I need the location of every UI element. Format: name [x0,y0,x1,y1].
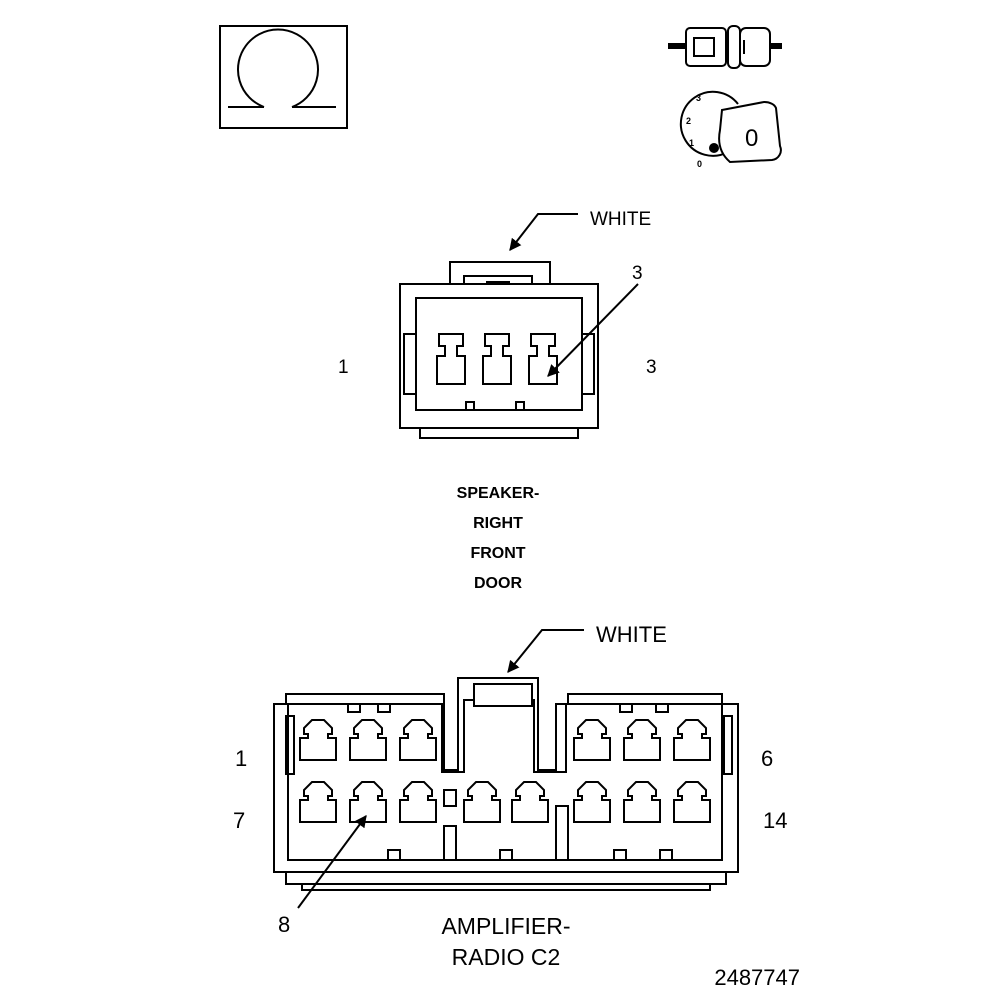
speaker-lock-color-label: WHITE [590,209,651,230]
key-position-label: 0 [745,125,758,152]
speaker-connector-name: SPEAKER- RIGHT FRONT DOOR [457,485,540,592]
speaker-cavity-arrow [547,283,639,377]
key-scale-1: 1 [689,138,694,148]
amplifier-arrow-cavity-label: 8 [278,912,290,937]
amplifier-connector-name: AMPLIFIER- RADIO C2 [441,913,570,970]
amplifier-cavity-8 [349,781,387,823]
amplifier-connector: WHITE 1 6 7 14 8 AMPLIFIER- RADIO C2 [233,622,787,970]
speaker-pin-left-label: 1 [338,357,349,378]
ohm-symbol-icon [219,25,348,129]
speaker-name-line-2: RIGHT [473,515,523,532]
speaker-lock-leader [509,213,578,251]
speaker-name-line-4: DOOR [474,575,522,592]
amplifier-name-line-1: AMPLIFIER- [441,913,570,939]
amplifier-cavity-10 [463,781,501,823]
key-scale-3: 3 [696,93,701,103]
amplifier-cavity-9 [399,781,437,823]
amplifier-lock-leader [507,629,584,673]
speaker-pin-right-label: 3 [646,357,657,378]
speaker-arrow-cavity-label: 3 [632,263,643,284]
amplifier-pin-top-right-label: 6 [761,746,773,771]
amplifier-cavity-arrow [297,815,367,909]
speaker-connector: WHITE 3 1 3 SPEAKER- RIGHT FRONT DOOR [338,209,657,592]
amplifier-pin-bottom-right-label: 14 [763,808,787,833]
speaker-cavity-1 [436,333,466,385]
amplifier-cavity-11 [511,781,549,823]
key-scale-2: 2 [686,116,691,126]
ignition-key-icon: 3 2 1 0 0 [679,90,782,169]
speaker-name-line-1: SPEAKER- [457,485,540,502]
amplifier-cavity-4 [573,719,611,761]
amplifier-cavity-2 [349,719,387,761]
amplifier-pin-top-left-label: 1 [235,746,247,771]
amplifier-cavity-14 [673,781,711,823]
speaker-name-line-3: FRONT [470,545,525,562]
amplifier-cavity-7 [299,781,337,823]
amplifier-lock-color-label: WHITE [596,622,667,647]
amplifier-cavity-5 [623,719,661,761]
amplifier-cavity-13 [623,781,661,823]
key-scale-0: 0 [697,159,702,169]
amplifier-name-line-2: RADIO C2 [452,944,561,970]
amplifier-cavity-3 [399,719,437,761]
speaker-cavity-2 [482,333,512,385]
amplifier-cavity-6 [673,719,711,761]
amplifier-cavity-12 [573,781,611,823]
speaker-cavity-3 [528,333,558,385]
amplifier-pin-bottom-left-label: 7 [233,808,245,833]
amplifier-cavity-1 [299,719,337,761]
connector-plug-icon [668,25,782,69]
figure-id: 2487747 [714,965,800,990]
